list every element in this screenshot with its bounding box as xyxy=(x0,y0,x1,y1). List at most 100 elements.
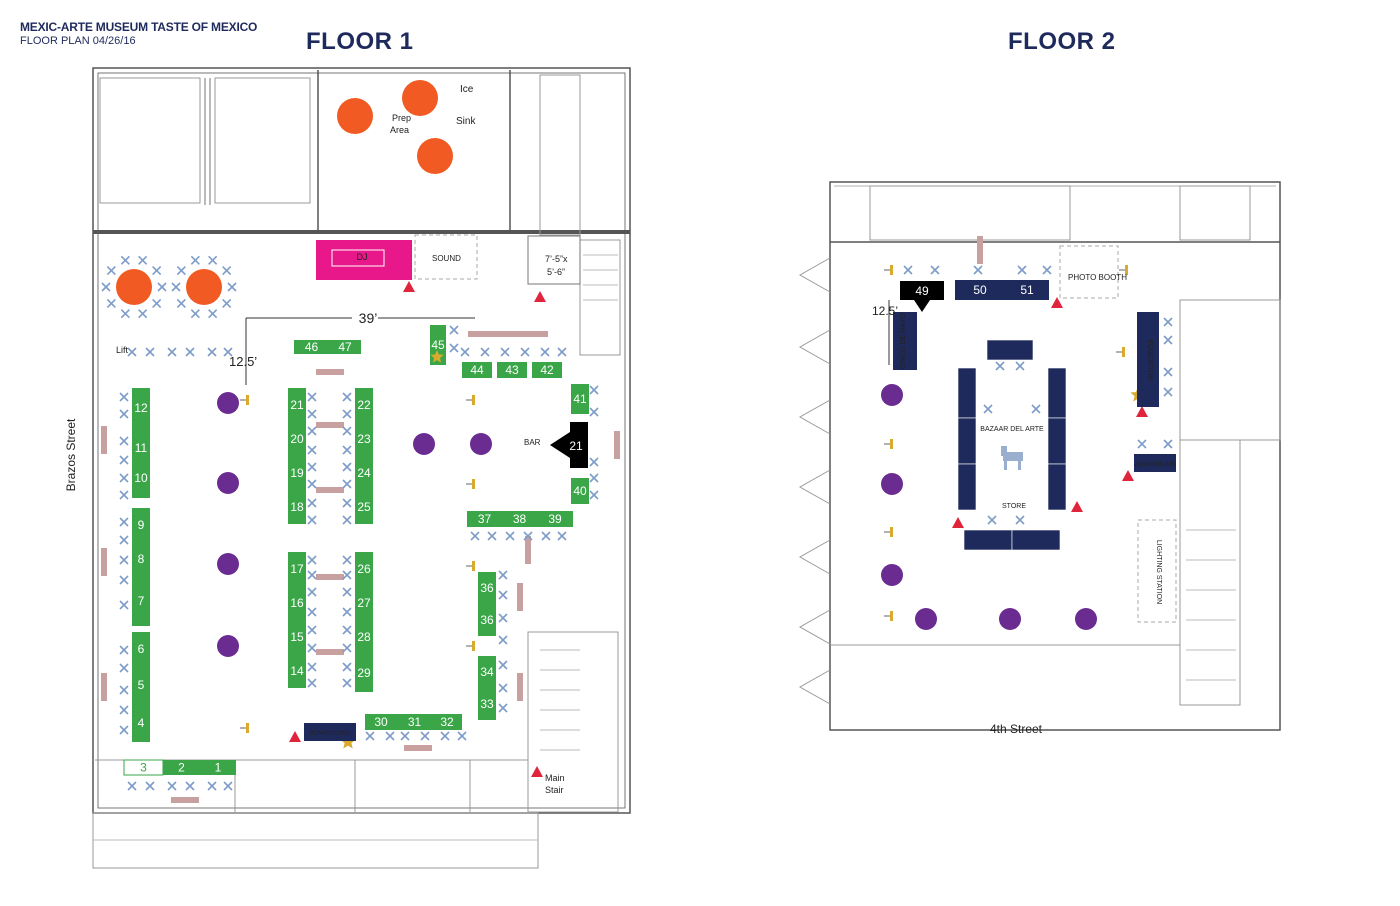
chair xyxy=(342,462,352,472)
booth-box xyxy=(355,422,373,456)
cinco-de-mayo-booth xyxy=(893,312,917,370)
chair xyxy=(1163,439,1173,449)
chair xyxy=(983,404,993,414)
chair xyxy=(119,600,129,610)
booth-number: 20 xyxy=(290,432,304,446)
round-table-orange xyxy=(116,269,152,305)
stool xyxy=(415,745,421,751)
chair xyxy=(557,531,567,541)
chair xyxy=(119,685,129,695)
chair xyxy=(342,515,352,525)
booth-44: 44 xyxy=(462,362,492,378)
light-fixture xyxy=(890,439,893,449)
chair xyxy=(307,662,317,672)
warning-triangle xyxy=(1122,470,1134,481)
light-fixture xyxy=(246,395,249,405)
booth-5: 5 xyxy=(132,666,150,704)
booth-box xyxy=(123,759,164,776)
round-table xyxy=(413,433,435,455)
chair xyxy=(119,392,129,402)
chair xyxy=(190,255,200,265)
booth-30: 30 xyxy=(365,714,397,730)
booth-number: 39 xyxy=(548,512,562,526)
booth-15: 15 xyxy=(288,620,306,654)
chair xyxy=(420,731,430,741)
chair xyxy=(498,703,508,713)
admissions-desk-2 xyxy=(1134,454,1176,472)
booth-31: 31 xyxy=(397,714,432,730)
chair xyxy=(157,282,167,292)
chair xyxy=(119,725,129,735)
floor-2-walls xyxy=(798,181,1281,731)
booth-box xyxy=(502,511,537,527)
chair xyxy=(498,635,508,645)
admissions-desk-1 xyxy=(304,723,356,741)
chair xyxy=(1015,361,1025,371)
cocktail-table xyxy=(468,331,488,337)
round-table xyxy=(915,608,937,630)
stool xyxy=(327,369,333,375)
stool xyxy=(101,684,107,690)
chair xyxy=(120,309,130,319)
booth-box xyxy=(288,620,306,654)
bazaar-table xyxy=(1047,417,1067,465)
booth-43: 43 xyxy=(497,362,527,378)
chair xyxy=(480,347,490,357)
booth-box xyxy=(1005,280,1049,300)
booth-26: 26 xyxy=(355,552,373,586)
bazaar-table xyxy=(957,463,977,511)
chair xyxy=(185,781,195,791)
round-table xyxy=(470,433,492,455)
chair xyxy=(167,781,177,791)
bar-arrow-booth-41 xyxy=(550,422,588,468)
booth-box xyxy=(571,478,589,504)
booth-box xyxy=(132,704,150,742)
booth-number: 1 xyxy=(215,761,222,775)
chair xyxy=(167,347,177,357)
prep-table xyxy=(402,80,438,116)
booth-box xyxy=(288,654,306,688)
booth-37: 37 xyxy=(467,511,502,527)
booth-number: 23 xyxy=(357,432,371,446)
round-table xyxy=(217,553,239,575)
chair xyxy=(208,255,218,265)
chair xyxy=(973,265,983,275)
booth-46: 46 xyxy=(294,340,329,354)
booth-number: 6 xyxy=(138,642,145,656)
star-icon xyxy=(430,350,444,363)
chair xyxy=(307,570,317,580)
round-table xyxy=(999,608,1021,630)
booth-number: 51 xyxy=(1020,283,1034,297)
chair xyxy=(903,265,913,275)
booth-34: 34 xyxy=(478,656,496,688)
light-fixture xyxy=(472,395,475,405)
booth-box xyxy=(132,666,150,704)
star-icon xyxy=(340,734,356,749)
light-fixture xyxy=(246,723,249,733)
stool xyxy=(614,442,620,448)
chair xyxy=(342,498,352,508)
chair xyxy=(119,663,129,673)
booth-number: 7 xyxy=(138,594,145,608)
chair xyxy=(307,479,317,489)
elevator-size-2: 5’-6” xyxy=(547,267,565,277)
chair xyxy=(589,385,599,395)
chair xyxy=(589,407,599,417)
booth-box xyxy=(294,340,329,354)
height-dimension-1: 12.5’ xyxy=(229,354,257,369)
booth-number: 40 xyxy=(573,484,587,498)
chair xyxy=(307,625,317,635)
booth-number: 18 xyxy=(290,500,304,514)
pinata-icon xyxy=(1001,446,1023,470)
chair xyxy=(460,347,470,357)
booth-10: 10 xyxy=(132,458,150,498)
stool xyxy=(182,797,188,803)
4th-street-label: 4th Street xyxy=(990,722,1043,736)
booth-box xyxy=(537,511,573,527)
chair xyxy=(589,473,599,483)
booth-box xyxy=(163,760,200,775)
chair xyxy=(307,515,317,525)
sink-label: Sink xyxy=(456,116,476,127)
chair xyxy=(342,555,352,565)
chair xyxy=(152,265,162,276)
